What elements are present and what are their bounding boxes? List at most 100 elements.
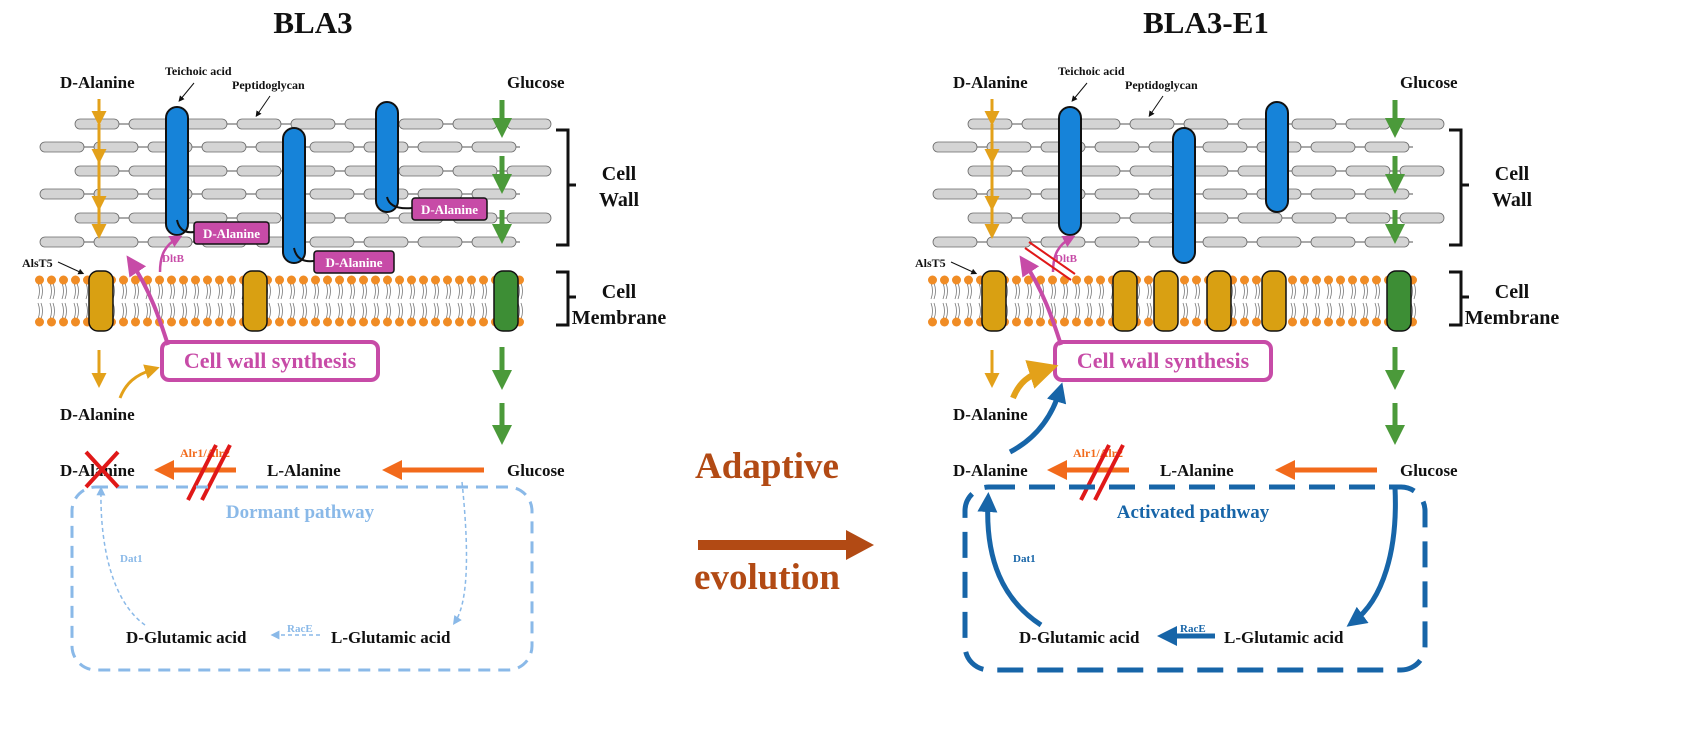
- lipid-head: [1180, 275, 1189, 285]
- lipid-tail: [397, 282, 403, 300]
- lipid-tail: [966, 282, 972, 300]
- glycan-unit: [290, 118, 336, 130]
- lipid-head: [467, 317, 476, 327]
- lipid-tail: [73, 282, 79, 300]
- lipid-tail: [1098, 302, 1104, 320]
- cell-membrane-label-2: Membrane: [1465, 307, 1560, 329]
- glycan-unit: [236, 165, 282, 177]
- lipid-tail: [930, 302, 936, 320]
- glycan-unit: [452, 118, 498, 130]
- glycan-unit: [1399, 118, 1445, 130]
- glycan-unit: [1129, 165, 1175, 177]
- lipid-head: [227, 317, 236, 327]
- lipid-head: [215, 275, 224, 285]
- lipid-tail: [61, 282, 67, 300]
- lipid-tail: [1146, 302, 1152, 320]
- lipid-tail: [1254, 282, 1260, 300]
- lipid-head: [359, 317, 368, 327]
- cell-wall-synthesis-box: [160, 340, 380, 382]
- lipid-head: [1024, 317, 1033, 327]
- glycan-unit: [39, 141, 85, 153]
- peptidoglycan-pointer: [255, 95, 271, 117]
- glucose-bottom-label: Glucose: [507, 461, 565, 480]
- lipid-tail: [1314, 282, 1320, 300]
- lipid-tail: [325, 282, 331, 300]
- glucose-top-label: Glucose: [1400, 73, 1458, 92]
- lipid-tail: [1326, 282, 1332, 300]
- lipid-head: [1144, 317, 1153, 327]
- cell-wall-bracket: [556, 128, 576, 247]
- lipid-tail: [169, 302, 175, 320]
- lipid-head: [335, 275, 344, 285]
- lipid-head: [1336, 275, 1345, 285]
- lipid-tail: [1098, 282, 1104, 300]
- lipid-tail: [229, 282, 235, 300]
- cell-membrane-label-1: Cell: [602, 281, 637, 303]
- lipid-tail: [73, 302, 79, 320]
- lipid-tail: [193, 282, 199, 300]
- glycan-unit: [967, 212, 1013, 224]
- lipid-head: [287, 275, 296, 285]
- d-alanine-bottom-label: D-Alanine: [953, 461, 1028, 480]
- lipid-tail: [361, 302, 367, 320]
- lipid-tail: [181, 282, 187, 300]
- lipid-tail: [385, 302, 391, 320]
- glycan-unit: [182, 118, 228, 130]
- lipid-head: [155, 275, 164, 285]
- lipid-head: [323, 317, 332, 327]
- alr-blocked-slash: [1093, 444, 1125, 501]
- panel-title: BLA3: [273, 5, 352, 40]
- lipid-head: [419, 275, 428, 285]
- dltb-label: DltB: [162, 253, 185, 265]
- lipid-head: [395, 317, 404, 327]
- lipid-tail: [37, 302, 43, 320]
- glycan-unit: [309, 236, 355, 248]
- dltb-label: DltB: [1055, 253, 1078, 265]
- lipid-head: [143, 317, 152, 327]
- lipid-head: [1192, 317, 1201, 327]
- lipid-tail: [349, 302, 355, 320]
- lipid-tail: [930, 282, 936, 300]
- l-glutamic-acid-label: L-Glutamic acid: [1224, 628, 1344, 647]
- lipid-tail: [433, 282, 439, 300]
- d-glutamic-acid-label: D-Glutamic acid: [1019, 628, 1140, 647]
- glycan-unit: [471, 141, 517, 153]
- adaptive-label: Adaptive: [695, 446, 839, 487]
- glycan-unit: [452, 165, 498, 177]
- lipid-head: [131, 275, 140, 285]
- glycan-unit: [967, 118, 1013, 130]
- lipid-tail: [145, 302, 151, 320]
- pathway-box: [70, 485, 534, 672]
- lipid-head: [311, 317, 320, 327]
- glycan-unit: [74, 118, 120, 130]
- lipid-tail: [1314, 302, 1320, 320]
- d-alanine-top-label: D-Alanine: [60, 73, 135, 92]
- lipid-head: [299, 275, 308, 285]
- dltb-arrow: [158, 235, 183, 273]
- lipid-head: [323, 275, 332, 285]
- lipid-head: [1348, 275, 1357, 285]
- glucose-top-label: Glucose: [507, 73, 565, 92]
- d-alanine-bottom-label: D-Alanine: [60, 461, 135, 480]
- d-alanine-tag-label: D-Alanine: [421, 202, 478, 217]
- lipid-head: [1240, 275, 1249, 285]
- glycan-unit: [1075, 165, 1121, 177]
- lipid-head: [407, 275, 416, 285]
- lipid-head: [311, 275, 320, 285]
- glycan-unit: [182, 165, 228, 177]
- glycan-unit: [1202, 236, 1248, 248]
- lipid-head: [1300, 317, 1309, 327]
- lipid-head: [1312, 275, 1321, 285]
- lipid-head: [443, 275, 452, 285]
- lipid-head: [1252, 317, 1261, 327]
- lipid-tail: [481, 302, 487, 320]
- cell-wall-synthesis-label: Cell wall synthesis: [184, 348, 357, 373]
- lipid-tail: [1026, 282, 1032, 300]
- lipid-head: [1096, 317, 1105, 327]
- lipid-head: [479, 275, 488, 285]
- cell-wall-layers: [932, 118, 1445, 248]
- lipid-head: [179, 275, 188, 285]
- evolution-label: evolution: [694, 557, 840, 598]
- lipid-tail: [942, 282, 948, 300]
